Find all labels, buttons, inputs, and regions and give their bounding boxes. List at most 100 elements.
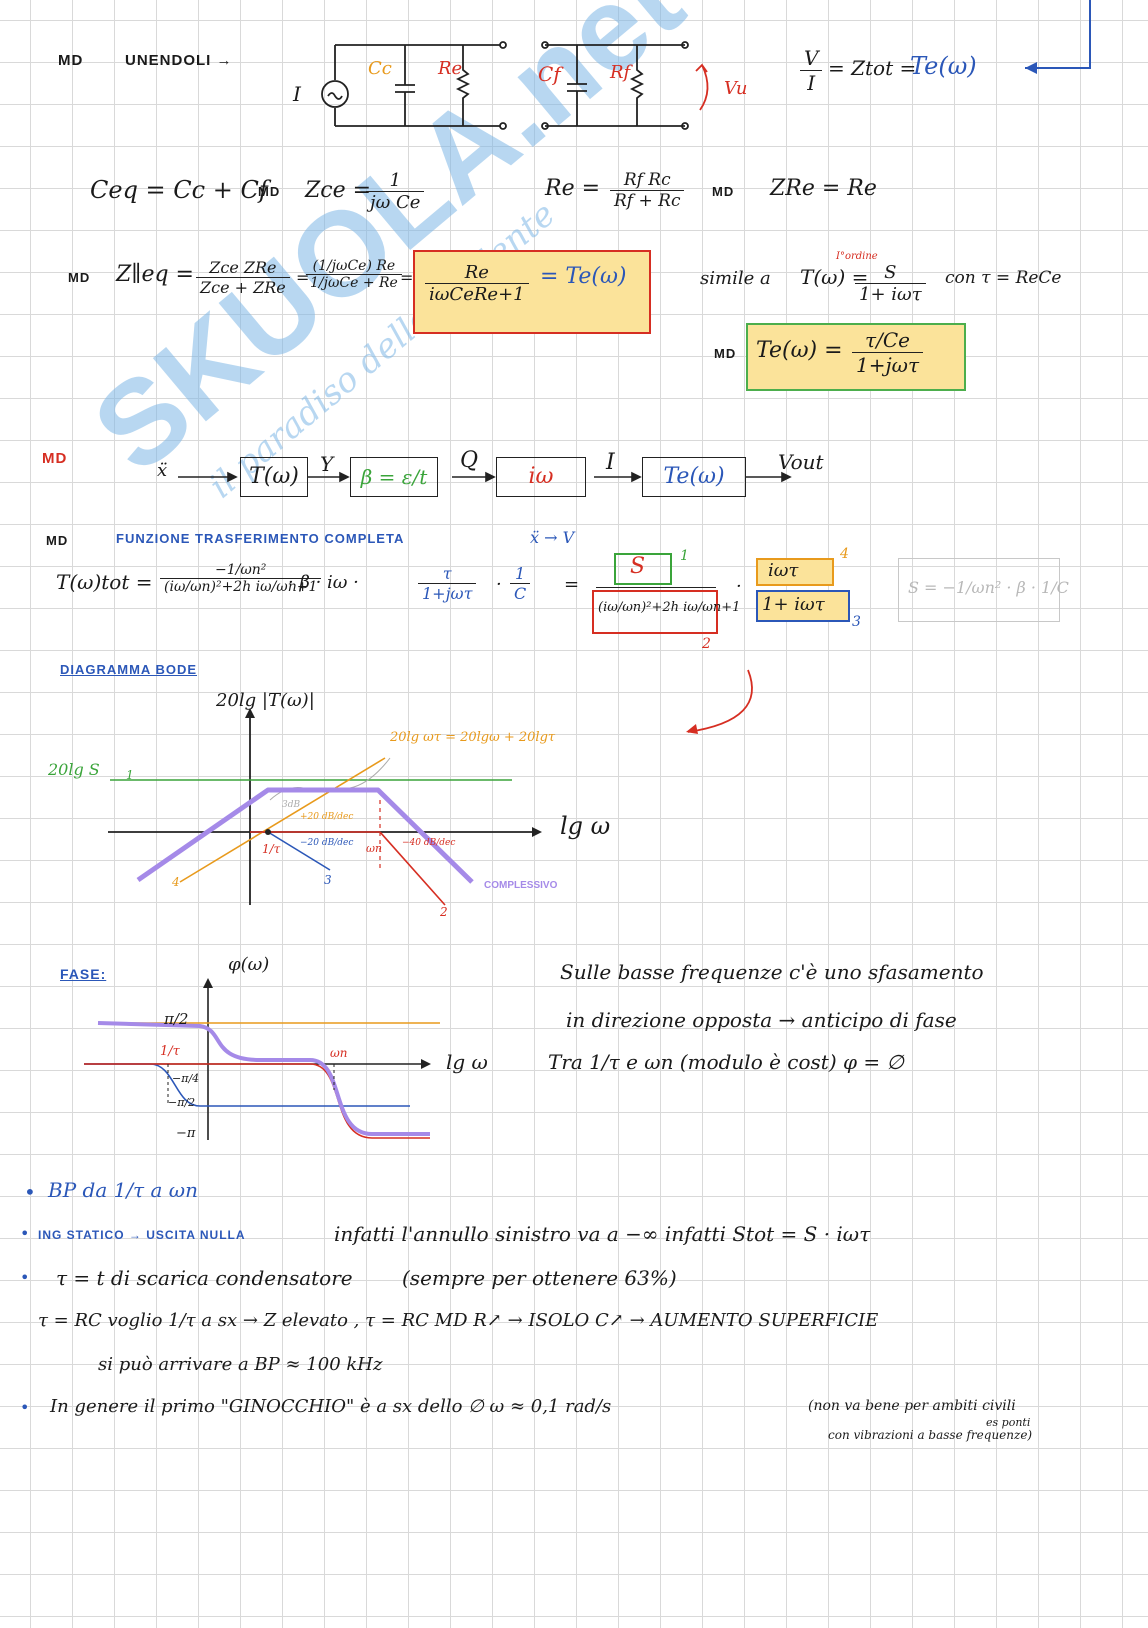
slope-neg40-label: −40 dB/dec — [402, 838, 456, 848]
note-static: ING STATICO → USCITA NULLA — [38, 1228, 246, 1242]
r2-numerator: iωτ — [768, 560, 799, 581]
bode-orange-label: 20lg ωτ = 20lgω + 20lgτ — [390, 730, 556, 745]
md-label: MD — [46, 533, 69, 548]
pointer-arrow-icon — [687, 669, 753, 733]
te-equals: = Te(ω) — [540, 264, 627, 289]
equals-sign: = — [296, 268, 310, 287]
curve-total — [136, 787, 474, 884]
cc-label: Cc — [368, 58, 392, 79]
ratio-rhs: = Ztot = — [828, 56, 917, 80]
input-signal: ẍ — [157, 460, 168, 481]
s-box — [614, 553, 672, 585]
note-tau: τ = t di scarica condensatore — [56, 1266, 353, 1290]
block-iw: iω — [496, 457, 586, 497]
curve-label-1: 1 — [126, 768, 134, 782]
s-note: S = −1/ωn² · β · 1/C — [908, 578, 1069, 597]
t-lhs: T(ω) = — [800, 265, 869, 289]
md-label: MD — [712, 184, 735, 199]
te-final-lhs: Te(ω) = — [756, 338, 843, 363]
note-knee-tail: (non va bene per ambiti civili — [808, 1398, 1016, 1414]
zpar-lhs: Z∥eq = — [116, 262, 194, 287]
block-t: T(ω) — [240, 457, 308, 497]
note-bp: BP da 1/τ a ωn — [48, 1178, 198, 1202]
unendoli-label: UNENDOLI → — [125, 52, 233, 69]
resonance-box — [592, 590, 718, 634]
phase-tick-minus-pi4: −π/4 — [172, 1072, 200, 1085]
block-beta: β = ε/t — [350, 457, 438, 497]
simile-text: simile a — [700, 268, 771, 289]
slope-neg-label: −20 dB/dec — [300, 838, 354, 848]
curve-label-3: 3 — [324, 873, 332, 887]
dot: · — [496, 574, 502, 595]
re-label: Re — [438, 58, 463, 79]
re-lhs: Re = — [545, 176, 601, 201]
block-te: Te(ω) — [642, 457, 746, 497]
curve-4-integrator — [179, 757, 386, 883]
phase-tick-minus-pi2: −π/2 — [168, 1096, 196, 1109]
link-arrow-icon — [1025, 0, 1091, 69]
phase-note-line-2: in direzione opposta → anticipo di fase — [566, 1008, 957, 1032]
total-label: COMPLESSIVO — [484, 880, 558, 891]
zce-lhs: Zce = — [305, 178, 372, 203]
product-chain: · β · iω · — [288, 572, 359, 593]
first-order-box — [756, 590, 850, 622]
note-bp-limit: si può arrivare a BP ≈ 100 kHz — [98, 1354, 383, 1375]
md-label: MD — [58, 52, 84, 69]
bode-green-label: 20lg S — [48, 760, 100, 779]
source-label: I — [293, 82, 301, 106]
ceq-formula: Ceq = Cc + Cf — [90, 176, 268, 204]
signal-vout: Vout — [778, 450, 824, 474]
label-2: 2 — [702, 636, 711, 652]
note-bullet: • — [24, 1180, 36, 1204]
note-knee-tail3: es ponti — [986, 1416, 1031, 1429]
phase-curve-2 — [84, 1063, 430, 1139]
phase-tick-minus-pi: −π — [176, 1126, 196, 1141]
r2-denominator: 1+ iωτ — [762, 594, 825, 615]
te-result-highlight — [413, 250, 651, 334]
dot: · — [736, 576, 742, 597]
s-note-box — [898, 558, 1060, 622]
vu-label: Vu — [724, 78, 748, 99]
order-label: I°ordine — [836, 251, 878, 262]
tau-definition: con τ = ReCe — [945, 268, 1062, 288]
signal-i: I — [606, 450, 615, 475]
cf-label: Cf — [538, 62, 561, 86]
md-label: MD — [42, 450, 68, 467]
md-label: MD — [68, 270, 91, 285]
te-label: Te(ω) — [910, 52, 977, 80]
phase-curve-3 — [84, 1063, 410, 1107]
phase-mark-tau: 1/τ — [160, 1044, 180, 1059]
fraction-bar — [596, 587, 716, 588]
phase-mark-wn: ωn — [330, 1046, 348, 1060]
md-label: MD — [258, 184, 281, 199]
signal-q: Q — [460, 448, 479, 473]
phase-y-label: φ(ω) — [228, 954, 270, 975]
slope-pos-label: +20 dB/dec — [300, 812, 354, 822]
curve-2-resonance — [379, 831, 446, 906]
equals-sign: = — [564, 574, 580, 595]
r-numerator: S — [630, 554, 646, 579]
note-knee-tail2: con vibrazioni a basse frequenze) — [828, 1428, 1033, 1442]
te-final-highlight — [746, 323, 966, 391]
label-4: 4 — [840, 546, 849, 562]
note-bullet: • — [20, 1268, 30, 1287]
note-bullet: • — [20, 1224, 30, 1243]
note-bullet: • — [20, 1398, 30, 1417]
phase-note-line-3: Tra 1/τ e ωn (modulo è cost) φ = ∅ — [548, 1050, 904, 1074]
phase-curve-total — [97, 1021, 430, 1136]
zre-formula: ZRe = Re — [770, 176, 877, 201]
iwt-box — [756, 558, 834, 586]
vu-arrow-icon — [695, 63, 709, 111]
label-3: 3 — [852, 614, 861, 630]
tick-tau: 1/τ — [262, 842, 281, 856]
